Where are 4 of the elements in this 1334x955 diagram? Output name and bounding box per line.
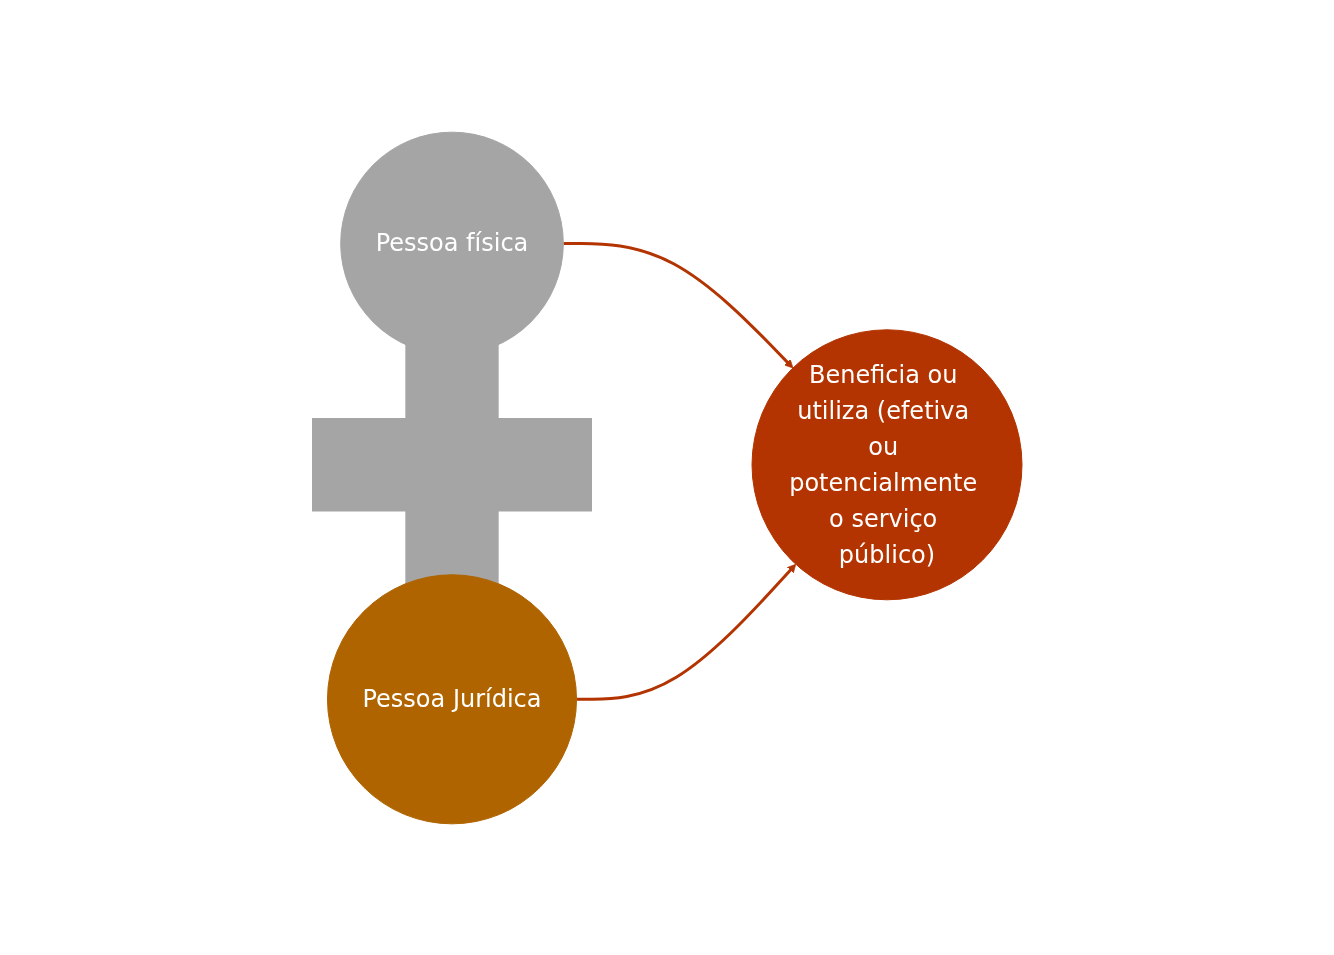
arrow	[563, 241, 794, 368]
node-circle: Pessoa Jurídica	[327, 573, 577, 824]
arrow	[576, 563, 797, 701]
node-circle: Beneficia ou utiliza (efetiva ou potencialmente o serviço público)	[751, 328, 1023, 600]
